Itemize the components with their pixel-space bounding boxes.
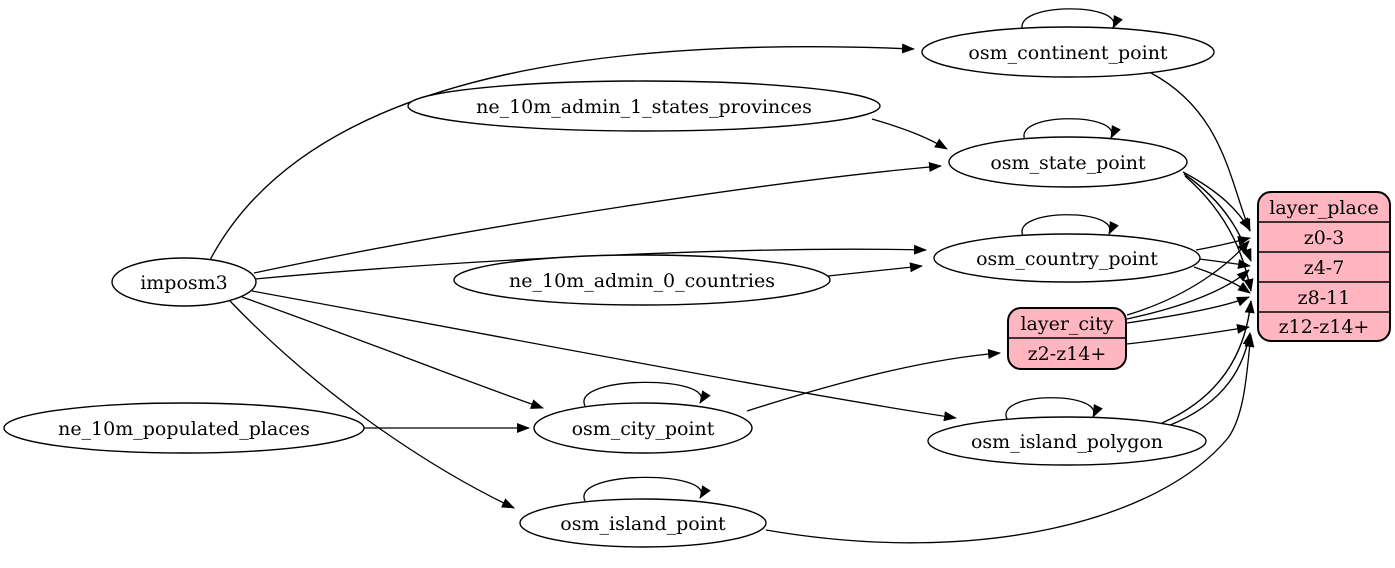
node-osm_island_polygon-label: osm_island_polygon (971, 431, 1163, 453)
edge-layer_city-layer_place-z0-3 (1126, 240, 1250, 316)
record-layer_place: layer_place z0-3 z4-7 z8-11 z12-z14+ (1257, 191, 1391, 342)
node-ne_10m_admin_1_states_provinces: ne_10m_admin_1_states_provinces (407, 80, 881, 132)
edge-self-loop-osm_city_point (583, 381, 711, 407)
node-osm_island_point: osm_island_point (519, 498, 767, 548)
edge-self-loop-osm_continent_point (1021, 8, 1123, 32)
edge-osm_state_point-layer_place-z0-3 (1182, 171, 1251, 231)
node-osm_state_point-shape (948, 136, 1188, 188)
record-layer_place-row-z8-11: z8-11 (1298, 287, 1351, 309)
node-osm_island_polygon-shape (927, 416, 1207, 466)
edge-osm_country_point-layer_place-z0-3 (1195, 236, 1251, 251)
node-imposm3-label: imposm3 (140, 272, 228, 294)
record-layer_place-row-z12-z14: z12-z14+ (1279, 316, 1370, 338)
node-osm_continent_point: osm_continent_point (921, 26, 1215, 78)
edge-imposm3-osm_state_point (253, 162, 942, 274)
edge-imposm3-osm_island_point (229, 300, 515, 509)
edge-layer_city-layer_place-z4-7 (1126, 269, 1250, 320)
node-osm_island_polygon: osm_island_polygon (927, 416, 1207, 466)
edge-imposm3-osm_city_point (241, 296, 544, 409)
node-osm_country_point-shape (933, 233, 1201, 283)
record-layer_city: layer_city z2-z14+ (1007, 307, 1127, 370)
node-ne_10m_admin_0_countries: ne_10m_admin_0_countries (453, 254, 831, 306)
node-osm_island_point-label: osm_island_point (560, 513, 726, 535)
edge-imposm3-osm_island_polygon (251, 290, 957, 422)
node-osm_continent_point-label: osm_continent_point (968, 42, 1168, 64)
node-imposm3-shape (111, 257, 257, 307)
edge-self-loop-osm_island_point (583, 476, 711, 502)
node-osm_island_point-shape (519, 498, 767, 548)
record-layer_place-box (1257, 191, 1391, 342)
node-osm_city_point-label: osm_city_point (572, 418, 715, 440)
edge-osm_state_point-layer_place-z8-11 (1184, 175, 1254, 292)
node-ne_10m_admin_0_countries-shape (453, 254, 831, 306)
edge-ne_10m_admin_0_countries-osm_country_point (827, 262, 923, 277)
edge-self-loop-osm_state_point (1023, 118, 1121, 141)
edges (209, 8, 1255, 544)
edge-ne_10m_admin_1_states_provinces-osm_state_point (871, 118, 948, 150)
node-ne_10m_admin_1_states_provinces-label: ne_10m_admin_1_states_provinces (476, 96, 812, 118)
node-imposm3: imposm3 (111, 257, 257, 307)
edge-self-loop-osm_country_point (1021, 214, 1119, 237)
node-osm_continent_point-shape (921, 26, 1215, 78)
edge-osm_city_point-layer_city-z2-z14 (746, 348, 1001, 412)
edge-layer_city-layer_place-z12-z14 (1126, 323, 1250, 345)
edge-osm_continent_point-layer_place-z0-3 (1150, 72, 1251, 232)
record-layer_city-row-z2-z14: z2-z14+ (1028, 343, 1107, 365)
node-ne_10m_admin_0_countries-label: ne_10m_admin_0_countries (509, 270, 775, 292)
edge-layer_city-layer_place-z8-11 (1126, 296, 1250, 324)
node-ne_10m_populated_places: ne_10m_populated_places (3, 402, 365, 454)
edge-osm_island_point-layer_place-z12-z14 (765, 334, 1255, 544)
record-layer_place-title: layer_place (1269, 197, 1378, 219)
node-ne_10m_admin_1_states_provinces-shape (407, 80, 881, 132)
node-osm_state_point: osm_state_point (948, 136, 1188, 188)
record-layer_city-title: layer_city (1020, 313, 1113, 335)
node-osm_country_point-label: osm_country_point (976, 248, 1158, 270)
edge-self-loop-osm_island_polygon (1005, 397, 1103, 420)
edge-osm_country_point-layer_place-z8-11 (1193, 266, 1251, 294)
record-layer_place-row-z0-3: z0-3 (1304, 227, 1345, 249)
node-osm_city_point: osm_city_point (533, 402, 753, 454)
node-ne_10m_populated_places-shape (3, 402, 365, 454)
edge-osm_island_polygon-layer_place-z8-11 (1161, 300, 1255, 424)
edge-osm_island_polygon-layer_place-z12-z14 (1167, 332, 1253, 427)
node-osm_country_point: osm_country_point (933, 233, 1201, 283)
record-layer_place-row-z4-7: z4-7 (1304, 257, 1345, 279)
node-ne_10m_populated_places-label: ne_10m_populated_places (58, 418, 310, 440)
edge-imposm3-osm_continent_point (209, 43, 915, 261)
node-osm_city_point-shape (533, 402, 753, 454)
node-osm_state_point-label: osm_state_point (990, 152, 1146, 174)
edge-osm_country_point-layer_place-z4-7 (1198, 258, 1251, 269)
